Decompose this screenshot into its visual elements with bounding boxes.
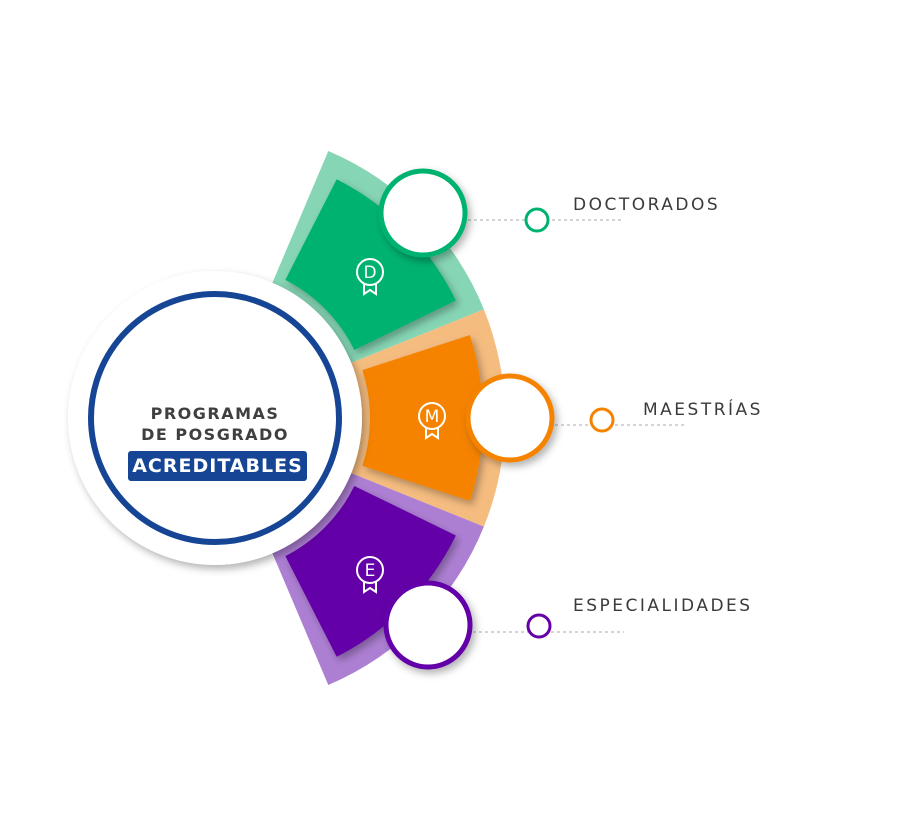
award-icon-especialidades: E xyxy=(356,556,384,594)
center-title-line1: PROGRAMAS xyxy=(150,404,280,423)
svg-text:D: D xyxy=(363,263,376,283)
sector-panel-maestrias xyxy=(362,335,483,501)
award-icon-doctorados: D xyxy=(356,258,384,296)
marker-dot-especialidades xyxy=(526,613,552,639)
label-especialidades: ESPECIALIDADES xyxy=(573,596,753,616)
node-circle-doctorados xyxy=(378,168,468,258)
svg-text:M: M xyxy=(425,407,440,427)
label-doctorados: DOCTORADOS xyxy=(573,195,721,215)
marker-dot-maestrias xyxy=(589,407,615,433)
acreditables-badge: ACREDITABLES xyxy=(128,451,307,481)
marker-dot-doctorados xyxy=(524,207,550,233)
center-circle xyxy=(68,271,362,565)
node-circle-maestrias xyxy=(465,373,555,463)
svg-text:E: E xyxy=(365,561,376,581)
label-maestrias: MAESTRÍAS xyxy=(643,400,763,420)
center-ring xyxy=(88,291,342,545)
sector-panel-especialidades xyxy=(285,485,456,657)
sector-panel-doctorados xyxy=(285,179,456,351)
node-circle-especialidades xyxy=(383,580,473,670)
center-title-line2: DE POSGRADO xyxy=(141,425,289,444)
award-icon-maestrias: M xyxy=(418,402,446,440)
